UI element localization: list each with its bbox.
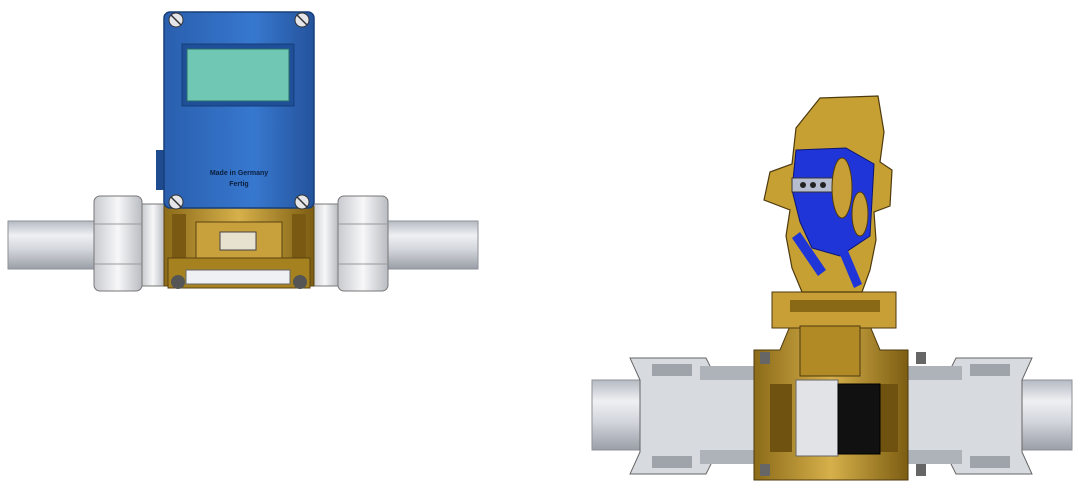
right-brass-body (753, 291, 926, 481)
left-flowmeter-assembly: Made in Germany Fertig (7, 11, 479, 292)
left-compression-nut-inlet (93, 195, 165, 292)
left-brass-body (163, 205, 315, 289)
right-upper-head-cutaway (763, 95, 893, 293)
housing-label-line1: Made in Germany (210, 170, 268, 177)
black-flow-insert (837, 383, 881, 455)
housing-screw (294, 194, 310, 210)
housing-label-line2: Fertig (229, 181, 248, 188)
right-fitting-outlet-cutaway (902, 357, 1033, 475)
housing-screw (294, 12, 310, 28)
left-transmitter-housing: Made in Germany Fertig (156, 11, 315, 210)
housing-screw (168, 194, 184, 210)
right-cutaway-assembly (591, 95, 1073, 481)
display-window (186, 48, 290, 102)
right-fitting-inlet-cutaway (629, 357, 760, 475)
left-compression-nut-outlet (311, 195, 389, 292)
housing-screw (168, 12, 184, 28)
